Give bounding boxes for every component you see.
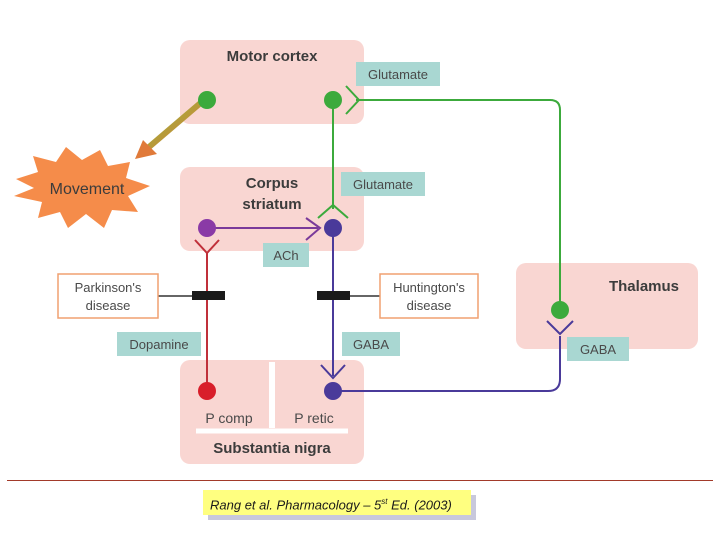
glutamate-cortex-tag [356, 62, 440, 86]
movement-label: Movement [50, 181, 125, 198]
thalamus-region [516, 263, 698, 349]
divider-line [7, 480, 713, 481]
thalamus-synapse-icon [546, 320, 574, 336]
parkinsons-label-line2: disease [86, 298, 131, 313]
p-comp-label: P comp [205, 410, 252, 426]
glutamate-striatum-tag [341, 172, 425, 196]
thalamo-cortical-axon [356, 99, 561, 310]
ach-label: ACh [273, 248, 298, 263]
citation-prefix: Rang et al. Pharmacology – 5 [210, 497, 382, 513]
huntingtons-box [379, 273, 479, 319]
huntingtons-label-line1: Huntington's [393, 280, 465, 295]
striatum-nigra-synapse-icon [320, 364, 346, 380]
huntingtons-label-line2: disease [407, 298, 452, 313]
glutamate-cortex-label: Glutamate [368, 67, 428, 82]
dopamine-label: Dopamine [129, 337, 188, 352]
dopaminergic-neuron [198, 382, 216, 400]
dopamine-synapse-icon [194, 239, 220, 255]
cholinergic-interneuron [198, 219, 216, 237]
citation-superscript: st [381, 497, 388, 506]
dopamine-tag [117, 332, 201, 356]
nigral-gaba-neuron [324, 382, 342, 400]
citation-suffix: Ed. (2003) [387, 497, 452, 513]
thalamic-neuron [551, 301, 569, 319]
huntingtons-lesion-bar [317, 291, 350, 300]
parkinsons-label-line1: Parkinson's [75, 280, 142, 295]
striatal-gaba-neuron [324, 219, 342, 237]
corpus-striatum-label-line1: Corpus [246, 175, 299, 192]
movement-burst-shape [14, 147, 150, 228]
motor-cortex-neuron-left [198, 91, 216, 109]
thalamus-label: Thalamus [609, 278, 679, 295]
corpus-striatum-label-line2: striatum [242, 196, 301, 213]
p-retic-label: P retic [294, 410, 333, 426]
citation-highlight [203, 490, 471, 515]
substantia-nigra-label: Substantia nigra [213, 440, 331, 457]
thalamo-cortical-synapse-icon [345, 85, 361, 115]
ach-synapse-icon [305, 217, 322, 241]
parkinsons-box [57, 273, 159, 319]
motor-cortex-region [180, 40, 364, 124]
gaba-thalamus-label: GABA [580, 342, 616, 357]
cortex-striatum-synapse-icon [317, 203, 349, 219]
gaba-striatum-tag [342, 332, 400, 356]
motor-output-arrow-shaft [147, 97, 206, 150]
citation: Rang et al. Pharmacology – 5st Ed. (2003… [210, 497, 452, 512]
glutamate-striatum-label: Glutamate [353, 177, 413, 192]
gaba-striatum-label: GABA [353, 337, 389, 352]
motor-cortex-label: Motor cortex [227, 48, 319, 65]
motor-output-arrow-head [135, 140, 157, 159]
motor-cortex-neuron-right [324, 91, 342, 109]
nigro-thalamic-axon [333, 336, 561, 392]
parkinsons-lesion-bar [192, 291, 225, 300]
ach-tag [263, 243, 309, 267]
gaba-thalamus-tag [567, 337, 629, 361]
